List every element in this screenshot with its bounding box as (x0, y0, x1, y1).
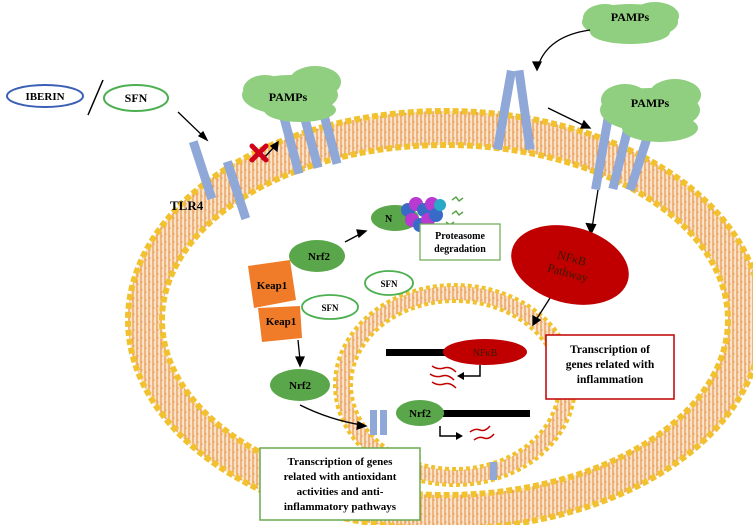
nuclear-pore-receptors (370, 410, 497, 480)
antioxidant-line2: related with antioxidant (284, 471, 397, 483)
arrows (177, 29, 599, 430)
tlr4-label: TLR4 (170, 198, 204, 213)
nfkb-dna: NFκB (386, 339, 527, 389)
sfn-free-oval: SFN (364, 270, 414, 296)
sfn-bound-label: SFN (321, 303, 339, 313)
nrf2-dna-label: Nrf2 (409, 408, 431, 420)
antioxidant-line1: Transcription of genes (288, 456, 394, 468)
pamps-cloud-right: PAMPs (600, 79, 701, 142)
nfkb-pathway-oval: NFκB Pathway (511, 225, 629, 305)
proteasome-line1: Proteasome (435, 231, 485, 242)
proteasome-n-label: N (385, 214, 393, 225)
pamps-cloud-top: PAMPs (582, 2, 679, 44)
keap1-b-label: Keap1 (266, 316, 297, 328)
inflammation-line2: genes related with (566, 359, 655, 371)
mrna-antioxidant-icon (469, 425, 495, 441)
sfn-oval: SFN (103, 84, 169, 112)
antioxidant-line4: inflammatory pathways (284, 501, 397, 513)
keap1-a-label: Keap1 (257, 280, 288, 292)
proteasome-icon (401, 197, 446, 232)
nrf2-free-oval: Nrf2 (270, 369, 330, 401)
proteasome-degradation-box: Proteasome degradation (419, 223, 501, 261)
iberin-label: IBERIN (25, 91, 64, 103)
mrna-inflammation-icon (429, 365, 457, 389)
inflammation-line3: inflammation (577, 374, 644, 386)
peptide-fragments-icon (445, 195, 464, 226)
sfn-free-label: SFN (380, 279, 398, 289)
sfn-label: SFN (125, 91, 148, 105)
keap1-nrf2-complex: Keap1 Nrf2 (248, 240, 345, 308)
nrf2-free-label: Nrf2 (289, 380, 311, 392)
cell-membrane (125, 108, 753, 525)
keap1-sfn-complex: Keap1 SFN (258, 294, 359, 342)
inflammation-box: Transcription of genes related with infl… (545, 334, 675, 400)
nfkb-dna-label: NFκB (473, 348, 498, 359)
or-slash (87, 79, 104, 116)
pamps-left-label: PAMPs (269, 90, 308, 104)
tlr4-receptor-top (493, 69, 535, 151)
proteasome-line2: degradation (434, 244, 486, 255)
nrf2-dna: Nrf2 (396, 400, 530, 441)
inflammation-line1: Transcription of (570, 344, 650, 356)
antioxidant-box: Transcription of genes related with anti… (259, 447, 421, 521)
pamps-cloud-left: PAMPs (242, 66, 341, 122)
pamps-right-label: PAMPs (631, 96, 670, 110)
nrf2-a-label: Nrf2 (308, 251, 330, 263)
antioxidant-line3: activities and anti- (297, 486, 384, 498)
tlr4-receptor-left (188, 140, 251, 221)
blocked-x-icon (249, 143, 269, 163)
iberin-oval: IBERIN (6, 84, 84, 108)
pamps-top-label: PAMPs (611, 10, 650, 24)
